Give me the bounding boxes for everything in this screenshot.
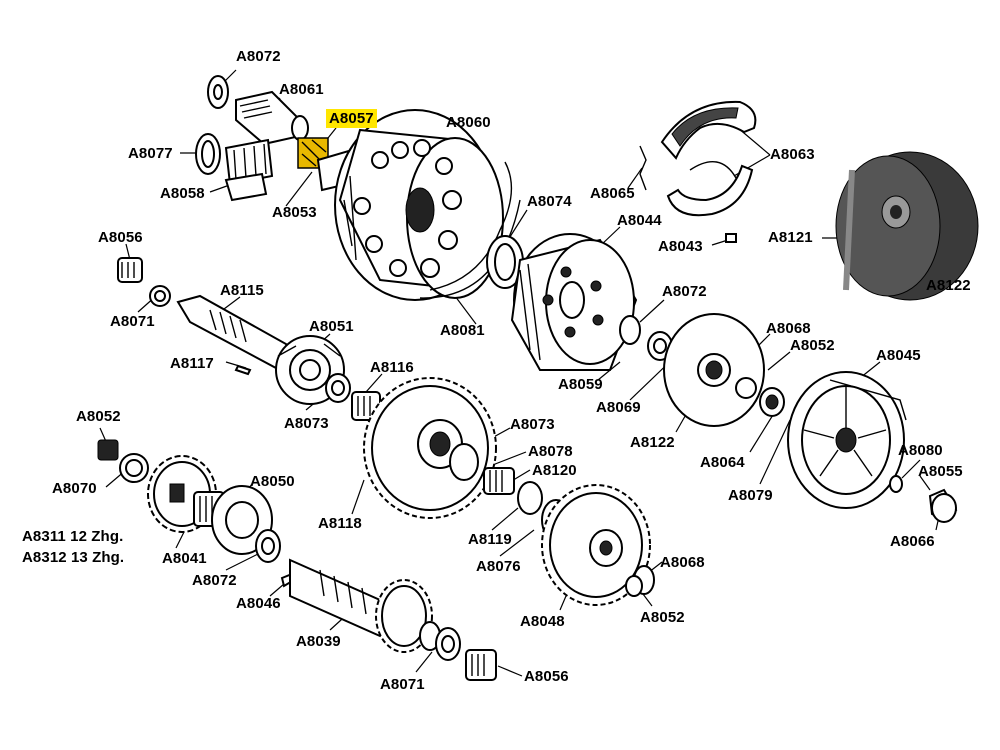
label-a8070: A8070	[52, 480, 97, 497]
gear-a8048	[541, 484, 655, 606]
label-a8056-top: A8056	[98, 229, 143, 246]
label-a8068-bottom: A8068	[660, 554, 705, 571]
label-a8072-top: A8072	[236, 48, 281, 65]
label-a8052-left: A8052	[76, 408, 121, 425]
label-a8072-mid: A8072	[662, 283, 707, 300]
label-a8117: A8117	[170, 355, 214, 372]
label-a8056-bottom: A8056	[524, 668, 569, 685]
gear-a8118	[363, 377, 497, 519]
label-a8121: A8121	[768, 229, 813, 246]
label-a8046: A8046	[236, 595, 281, 612]
label-a8120: A8120	[532, 462, 577, 479]
label-a8039: A8039	[296, 633, 341, 650]
clutch-cover	[787, 371, 958, 523]
label-a8076: A8076	[476, 558, 521, 575]
label-a8044: A8044	[617, 212, 662, 229]
label-a8072-bottom: A8072	[192, 572, 237, 589]
pressure-plate	[619, 313, 785, 427]
label-a8079: A8079	[728, 487, 773, 504]
clutch-basket	[334, 109, 521, 301]
label-a8073-left: A8073	[284, 415, 329, 432]
label-a8077: A8077	[128, 145, 173, 162]
label-a8119: A8119	[468, 531, 512, 548]
label-a8311: A8311 12 Zhg.	[22, 528, 124, 545]
label-a8116: A8116	[370, 359, 414, 376]
label-a8071-bottom: A8071	[380, 676, 425, 693]
label-a8052-mid: A8052	[790, 337, 835, 354]
brake-shoes	[639, 100, 757, 243]
clutch-plate-photo	[835, 151, 979, 301]
label-a8060: A8060	[446, 114, 491, 131]
label-a8050: A8050	[250, 473, 295, 490]
label-a8043: A8043	[658, 238, 703, 255]
label-a8064: A8064	[700, 454, 745, 471]
label-a8065: A8065	[590, 185, 635, 202]
label-a8053: A8053	[272, 204, 317, 221]
label-a8069: A8069	[596, 399, 641, 416]
label-a8058: A8058	[160, 185, 205, 202]
clutch-drum	[486, 233, 638, 371]
label-a8068-top: A8068	[766, 320, 811, 337]
output-shaft	[289, 558, 497, 681]
label-a8074: A8074	[527, 193, 572, 210]
label-a8055: A8055	[918, 463, 963, 480]
label-a8071-top: A8071	[110, 313, 155, 330]
label-a8048: A8048	[520, 613, 565, 630]
label-a8312: A8312 13 Zhg.	[22, 549, 125, 566]
label-a8052-bottom: A8052	[640, 609, 685, 626]
label-a8066: A8066	[890, 533, 935, 550]
label-a8057-highlighted: A8057	[326, 109, 377, 128]
label-a8122-mid: A8122	[630, 434, 675, 451]
label-a8063: A8063	[770, 146, 815, 163]
pinion-group	[195, 75, 358, 202]
label-a8041: A8041	[162, 550, 207, 567]
input-shaft	[117, 257, 294, 376]
label-a8059: A8059	[558, 376, 603, 393]
label-a8080: A8080	[898, 442, 943, 459]
label-a8061: A8061	[279, 81, 324, 98]
label-a8078: A8078	[528, 443, 573, 460]
label-a8122-right: A8122	[926, 277, 971, 294]
label-a8118: A8118	[318, 515, 362, 532]
label-a8073-mid: A8073	[510, 416, 555, 433]
lower-left-group	[97, 439, 296, 588]
label-a8115: A8115	[220, 282, 264, 299]
label-a8045: A8045	[876, 347, 921, 364]
label-a8081: A8081	[440, 322, 485, 339]
label-a8051: A8051	[309, 318, 354, 335]
